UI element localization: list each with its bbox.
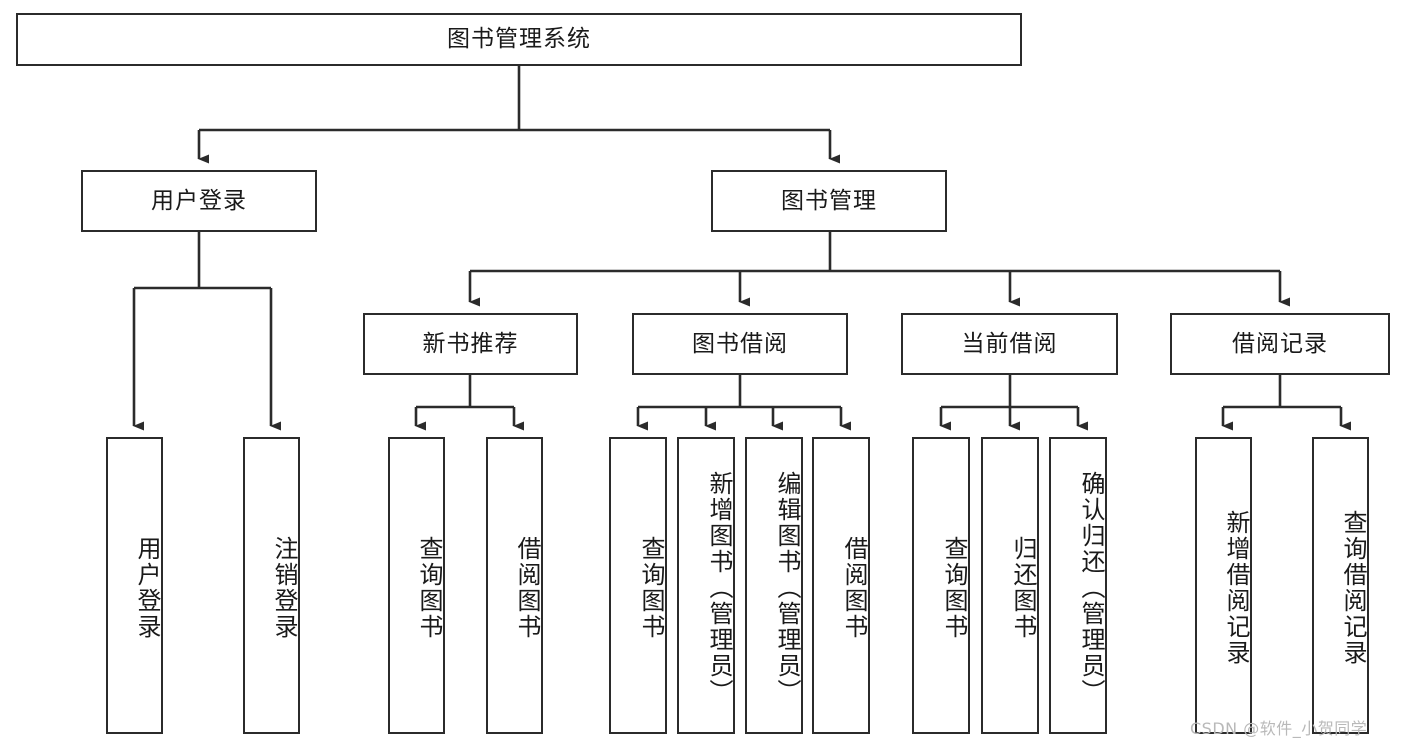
node-book-borrow[interactable]: 图书借阅 [632,313,848,375]
node-leaf-user-login[interactable]: 用户登录 [106,437,163,734]
node-label: 当前借阅 [961,330,1058,357]
node-current-borrow[interactable]: 当前借阅 [901,313,1118,375]
node-label: 用户登录 [151,187,247,214]
node-label: 图书管理系统 [447,26,591,53]
node-leaf-add-borrow-record[interactable]: 新增借阅记录 [1195,437,1252,734]
node-leaf-add-book-admin[interactable]: 新增图书（管理员） [677,437,735,734]
node-label: 编辑图书（管理员） [773,470,801,705]
node-book-management[interactable]: 图书管理 [711,170,947,232]
node-label: 查询借阅记录 [1339,509,1367,666]
node-leaf-borrow-book-recommend[interactable]: 借阅图书 [486,437,543,734]
csdn-watermark: CSDN @软件_小贺同学 [1190,719,1368,738]
node-label: 借阅记录 [1232,330,1328,357]
node-label: 归还图书 [1009,535,1037,640]
node-label: 确认归还（管理员） [1077,470,1105,705]
node-label: 图书借阅 [692,330,788,357]
node-label: 新书推荐 [422,330,519,357]
node-label: 借阅图书 [513,535,541,640]
node-label: 借阅图书 [840,535,868,640]
node-leaf-return-book[interactable]: 归还图书 [981,437,1039,734]
node-leaf-query-book-recommend[interactable]: 查询图书 [388,437,445,734]
node-leaf-query-book-borrow[interactable]: 查询图书 [609,437,667,734]
node-label: 新增借阅记录 [1222,509,1250,666]
node-leaf-logout-login[interactable]: 注销登录 [243,437,300,734]
node-label: 图书管理 [781,187,877,214]
node-borrow-record[interactable]: 借阅记录 [1170,313,1390,375]
node-user-login[interactable]: 用户登录 [81,170,317,232]
node-leaf-borrow-book[interactable]: 借阅图书 [812,437,870,734]
node-leaf-query-book-current[interactable]: 查询图书 [912,437,970,734]
node-label: 用户登录 [133,535,161,640]
node-leaf-edit-book-admin[interactable]: 编辑图书（管理员） [745,437,803,734]
node-label: 查询图书 [637,535,665,640]
node-new-book-recommend[interactable]: 新书推荐 [363,313,578,375]
node-label: 查询图书 [940,535,968,640]
node-leaf-confirm-return-admin[interactable]: 确认归还（管理员） [1049,437,1107,734]
node-root-book-management-system[interactable]: 图书管理系统 [16,13,1022,66]
node-label: 注销登录 [270,535,298,640]
node-label: 新增图书（管理员） [705,470,733,705]
node-label: 查询图书 [415,535,443,640]
node-leaf-query-borrow-record[interactable]: 查询借阅记录 [1312,437,1369,734]
